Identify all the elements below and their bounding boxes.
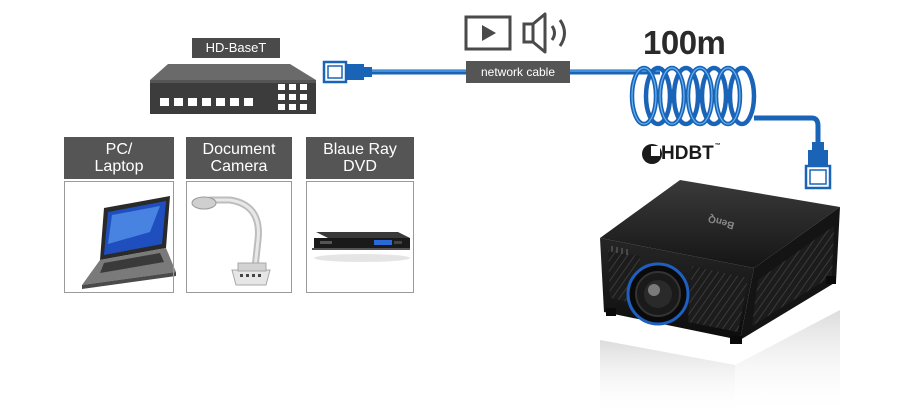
rj45-connector-left-icon bbox=[322, 60, 372, 84]
source-label-bluray-dvd: Blaue Ray DVD bbox=[306, 137, 414, 179]
hdbaset-transmitter-icon bbox=[150, 64, 316, 114]
play-icon bbox=[464, 15, 512, 51]
laptop-icon bbox=[82, 196, 176, 289]
source-label-line1: Blaue Ray bbox=[323, 141, 397, 158]
transmitter-label: HD-BaseT bbox=[192, 38, 280, 58]
hdbt-logo: HDBT™ bbox=[639, 143, 721, 165]
speaker-icon bbox=[522, 12, 566, 54]
network-cable-label: network cable bbox=[466, 61, 570, 83]
projector-icon bbox=[600, 180, 840, 344]
hdbt-trademark: ™ bbox=[714, 143, 721, 149]
source-box-document-camera bbox=[186, 181, 292, 293]
source-box-bluray-dvd bbox=[306, 181, 414, 293]
source-label-pc-laptop: PC/ Laptop bbox=[64, 137, 174, 179]
source-label-line2: DVD bbox=[343, 158, 377, 175]
document-camera-icon bbox=[191, 196, 271, 286]
rj45-connector-right-icon bbox=[804, 142, 832, 190]
hdbt-logo-icon bbox=[642, 144, 662, 164]
source-label-line1: PC/ bbox=[105, 141, 133, 158]
source-label-line1: Document bbox=[202, 141, 276, 158]
source-box-pc-laptop bbox=[64, 181, 174, 293]
hdbt-logo-text: HDBT bbox=[661, 143, 714, 164]
bluray-player-icon bbox=[312, 232, 410, 262]
source-label-line2: Camera bbox=[210, 158, 268, 175]
source-label-line2: Laptop bbox=[94, 158, 144, 175]
cable-distance: 100m bbox=[643, 24, 726, 61]
coiled-cable-icon bbox=[629, 65, 757, 127]
source-label-document-camera: Document Camera bbox=[186, 137, 292, 179]
